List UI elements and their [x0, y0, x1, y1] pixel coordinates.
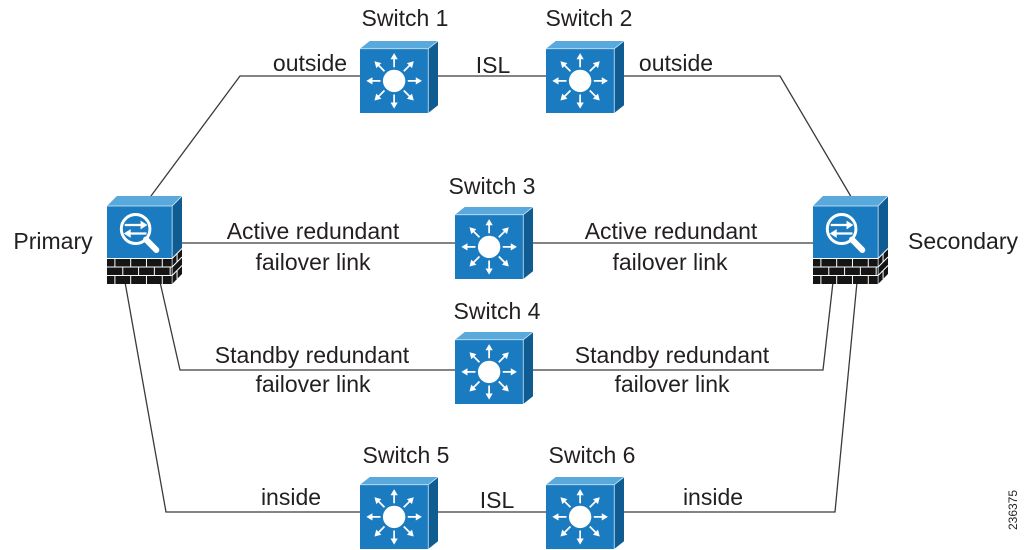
switch-3	[455, 207, 533, 279]
switch-3-label: Switch 3	[448, 173, 536, 199]
standby-left-label-line2: failover link	[255, 371, 371, 397]
layer3-switch-icon	[455, 207, 533, 279]
primary-label: Primary	[13, 228, 93, 254]
switch-graphic	[546, 477, 624, 549]
firewall-icon	[107, 196, 182, 284]
switch-graphic	[360, 41, 438, 113]
firewall-graphic	[813, 196, 888, 284]
standby-left-label-line1: Standby redundant	[214, 342, 410, 368]
layer3-switch-icon	[546, 477, 624, 549]
standby-right-label-line1: Standby redundant	[574, 342, 770, 368]
layer3-switch-icon	[455, 332, 533, 404]
outside-link	[147, 75, 854, 201]
switch-5	[360, 477, 438, 549]
outside-right-label: outside	[638, 50, 714, 76]
switch-6	[546, 477, 624, 549]
switch-4-label: Switch 4	[453, 298, 541, 324]
switch-6-label: Switch 6	[548, 442, 636, 468]
outside-left-label: outside	[272, 50, 348, 76]
inside-link	[124, 281, 858, 513]
active-left-label-line2: failover link	[255, 249, 371, 275]
switch-1-label: Switch 1	[361, 5, 449, 31]
switch-2	[546, 41, 624, 113]
inside-right-label: inside	[682, 484, 744, 510]
primary-firewall	[107, 196, 182, 284]
inside-left-label: inside	[260, 484, 322, 510]
secondary-label: Secondary	[908, 228, 1018, 254]
active-left-label-line1: Active redundant	[226, 218, 400, 244]
layer3-switch-icon	[546, 41, 624, 113]
firewall-graphic	[107, 196, 182, 284]
outside-isl-label: ISL	[475, 52, 511, 78]
switch-1	[360, 41, 438, 113]
layer3-switch-icon	[360, 477, 438, 549]
switch-graphic	[455, 332, 533, 404]
switch-graphic	[455, 207, 533, 279]
secondary-firewall	[813, 196, 888, 284]
switch-2-label: Switch 2	[545, 5, 633, 31]
figure-number: 236375	[1006, 489, 1020, 531]
switch-4	[455, 332, 533, 404]
switch-5-label: Switch 5	[362, 442, 450, 468]
inside-isl-label: ISL	[479, 487, 515, 513]
layer3-switch-icon	[360, 41, 438, 113]
firewall-icon	[813, 196, 888, 284]
standby-right-label-line2: failover link	[614, 371, 730, 397]
active-right-label-line1: Active redundant	[584, 218, 758, 244]
active-right-label-line2: failover link	[612, 249, 728, 275]
switch-graphic	[360, 477, 438, 549]
switch-graphic	[546, 41, 624, 113]
